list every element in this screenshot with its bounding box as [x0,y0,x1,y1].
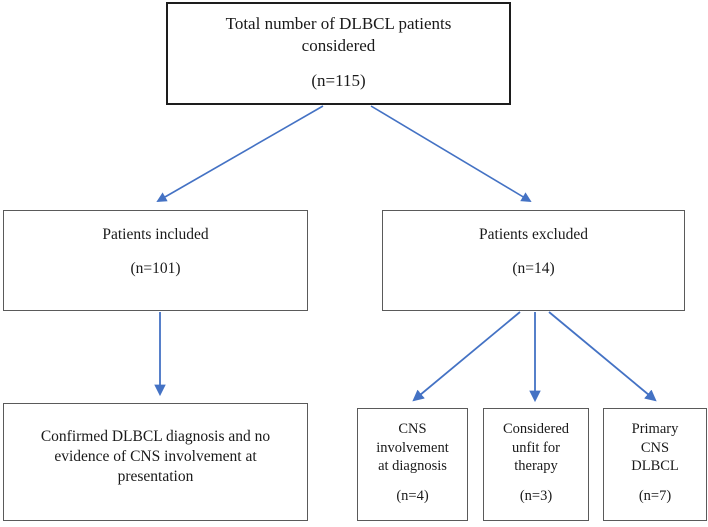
node-total-line2: considered [301,35,376,55]
node-primary-cns-line1: Primary [631,421,679,437]
node-unfit-line1: Considered [502,421,570,437]
node-cns-involvement-line3: at diagnosis [378,458,447,475]
edge-total-to-included [156,105,324,202]
node-total-line1: Total number of DLBCL patients [225,14,452,33]
node-primary-cns-count: (n=7) [638,487,672,504]
node-patients-included[interactable]: Patients included (n=101) [3,210,308,311]
node-unfit-line2: unfit for [512,439,560,456]
node-confirmed-line3: presentation [117,467,194,485]
node-confirmed-diagnosis[interactable]: Confirmed DLBCL diagnosis and no evidenc… [3,403,308,521]
node-total-count: (n=115) [311,70,366,90]
node-primary-cns-dlbcl[interactable]: Primary CNS DLBCL (n=7) [603,408,707,521]
node-confirmed-line2: evidence of CNS involvement at [54,447,257,465]
node-confirmed-line1: Confirmed DLBCL diagnosis and no [40,428,271,445]
node-cns-involvement-count: (n=4) [396,487,429,504]
node-included-count: (n=101) [130,259,181,277]
node-considered-unfit[interactable]: Considered unfit for therapy (n=3) [483,408,589,521]
node-patients-excluded[interactable]: Patients excluded (n=14) [382,210,685,311]
node-cns-involvement-line2: involvement [376,439,449,456]
node-cns-involvement[interactable]: CNS involvement at diagnosis (n=4) [357,408,468,521]
edge-excluded-to-cns-involvement [412,311,521,402]
node-total-patients[interactable]: Total number of DLBCL patients considere… [166,2,511,105]
edge-excluded-to-primary-cns [548,311,657,402]
node-primary-cns-line2: CNS [640,439,670,456]
node-excluded-count: (n=14) [512,259,555,277]
node-excluded-label: Patients excluded [479,226,588,243]
node-unfit-line3: therapy [514,458,558,475]
node-primary-cns-line3: DLBCL [631,458,679,475]
node-unfit-count: (n=3) [519,487,553,504]
node-cns-involvement-line1: CNS [398,421,427,437]
node-included-label: Patients included [102,226,209,243]
edge-total-to-excluded [370,105,532,202]
